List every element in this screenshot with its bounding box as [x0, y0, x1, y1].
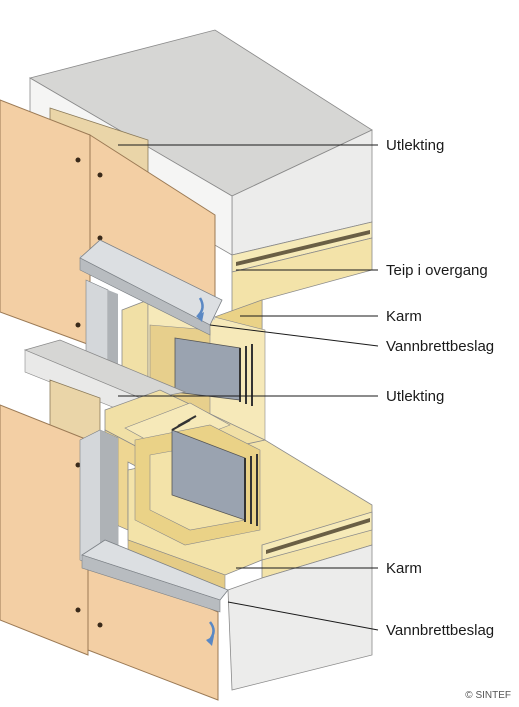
label-utlekting-top: Utlekting [386, 137, 445, 154]
middle-wall-block [23, 339, 187, 421]
leader-lines [118, 144, 379, 631]
lower-wall-block [227, 511, 373, 691]
label-karm-top: Karm [386, 308, 422, 325]
leader-vannbrett-top [209, 324, 379, 347]
label-vannbrettbeslag-top: Vannbrettbeslag [386, 338, 495, 355]
label-karm-bottom: Karm [386, 560, 422, 577]
lower-flashing [79, 429, 229, 646]
lower-cladding [0, 379, 219, 701]
label-vannbrettbeslag-bottom: Vannbrettbeslag [386, 622, 495, 639]
lower-glass [171, 415, 258, 526]
label-teip-i-overgang: Teip i overgang [386, 262, 488, 279]
copyright-notice: © SINTEF [465, 690, 511, 701]
upper-flashing [79, 239, 223, 370]
label-utlekting-mid: Utlekting [386, 388, 445, 405]
leader-vannbrett-bottom [227, 601, 379, 631]
